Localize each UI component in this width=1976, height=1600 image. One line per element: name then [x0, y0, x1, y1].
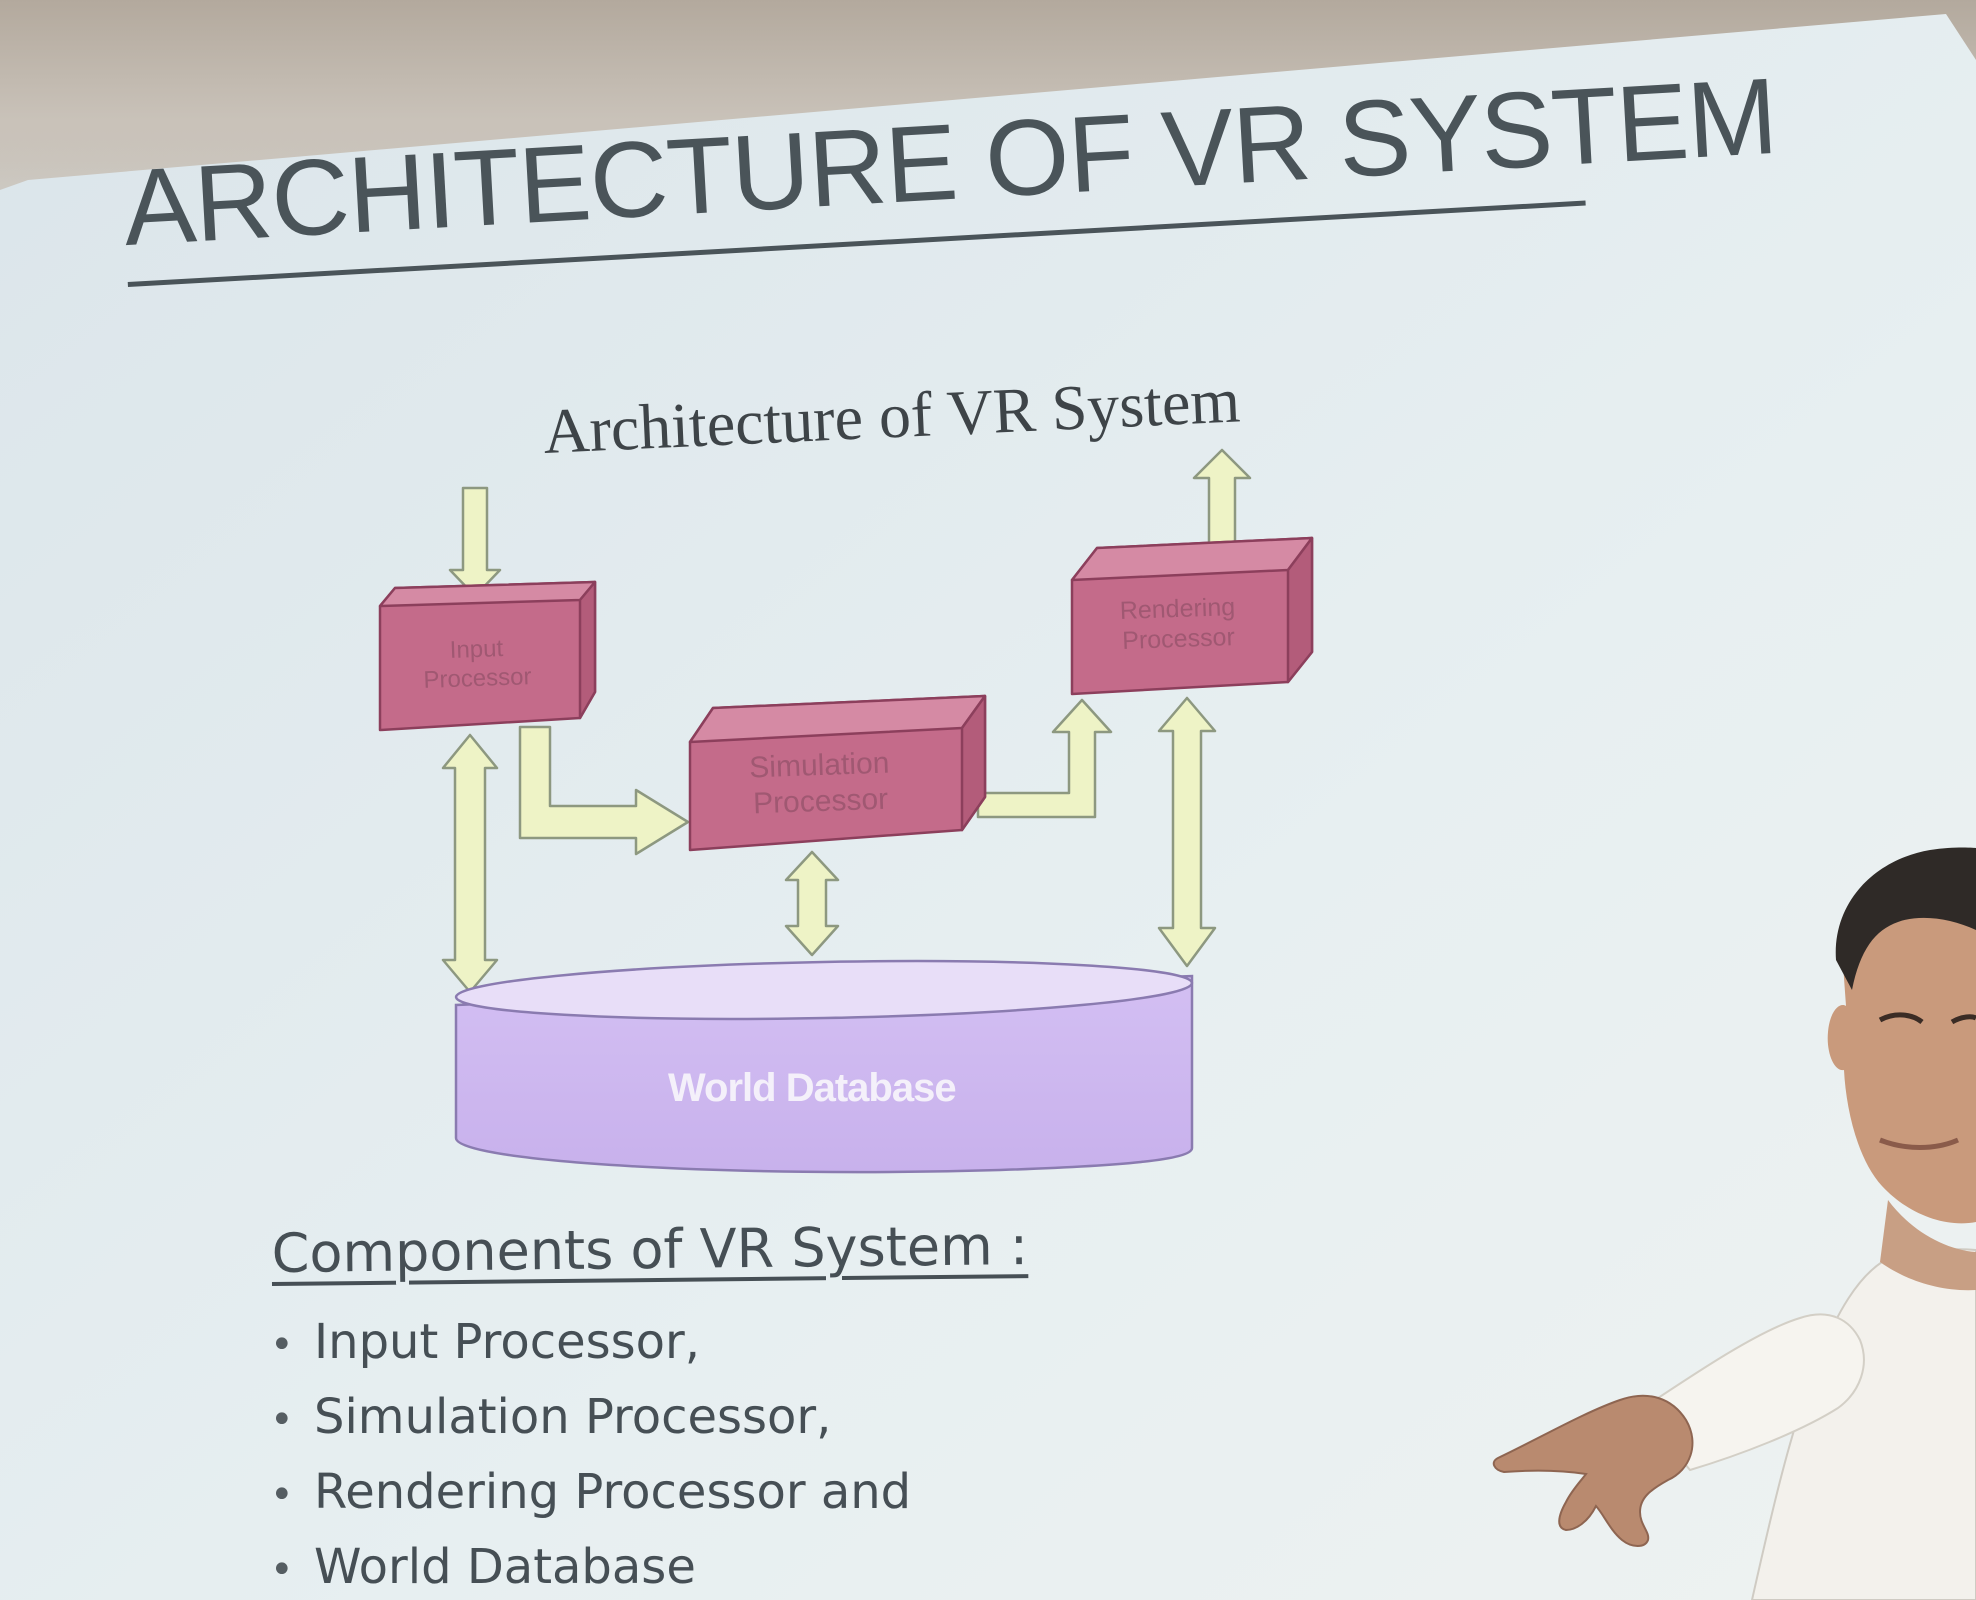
presenter-eyes: [1878, 1012, 1976, 1025]
bullet-icon: •: [270, 1322, 294, 1368]
simulation-to-rendering-arrow: [976, 698, 1113, 819]
bullet-icon: •: [270, 1397, 294, 1443]
presenter-mouth: [1879, 1137, 1959, 1150]
component-item: • Rendering Processor and: [270, 1455, 911, 1530]
component-item: • Input Processor,: [270, 1305, 911, 1380]
input-arrow-down: [448, 486, 502, 598]
component-text: Rendering Processor and: [314, 1464, 912, 1520]
simulation-processor-box: [688, 694, 987, 852]
presenter-hair: [1835, 847, 1976, 990]
components-heading: Components of VR System :: [271, 1214, 1029, 1285]
simulation-processor-label-line2: Processor: [752, 782, 889, 821]
input-processor-label: Input Processor: [391, 633, 563, 696]
rendering-processor-label-line2: Processor: [1121, 623, 1236, 655]
component-text: World Database: [314, 1539, 696, 1595]
rendering-database-biarrow: [1157, 696, 1217, 968]
bullet-icon: •: [270, 1547, 294, 1593]
component-item: • Simulation Processor,: [270, 1380, 911, 1455]
rendering-processor-box: [1070, 536, 1314, 696]
input-to-simulation-arrow: [518, 725, 690, 856]
component-text: Input Processor,: [314, 1314, 700, 1370]
simulation-processor-label-line1: Simulation: [748, 746, 890, 785]
presenter-head: [1827, 867, 1976, 1224]
presenter-arm: [1638, 1313, 1865, 1472]
component-text: Simulation Processor,: [314, 1389, 832, 1445]
presenter: [1492, 847, 1976, 1600]
component-item: • World Database: [270, 1530, 911, 1600]
input-processor-label-line2: Processor: [423, 662, 532, 694]
simulation-database-biarrow: [784, 850, 840, 957]
presenter-hand: [1492, 1394, 1694, 1547]
input-processor-box: [378, 580, 597, 732]
world-database-label: World Database: [668, 1066, 957, 1110]
presenter-neck: [1880, 1200, 1976, 1291]
bullet-icon: •: [270, 1472, 294, 1518]
rendering-processor-label: Rendering Processor: [1087, 591, 1269, 657]
simulation-processor-label: Simulation Processor: [719, 745, 921, 824]
components-list: • Input Processor, • Simulation Processor,…: [270, 1305, 911, 1600]
world-database-cylinder: [454, 959, 1194, 1174]
